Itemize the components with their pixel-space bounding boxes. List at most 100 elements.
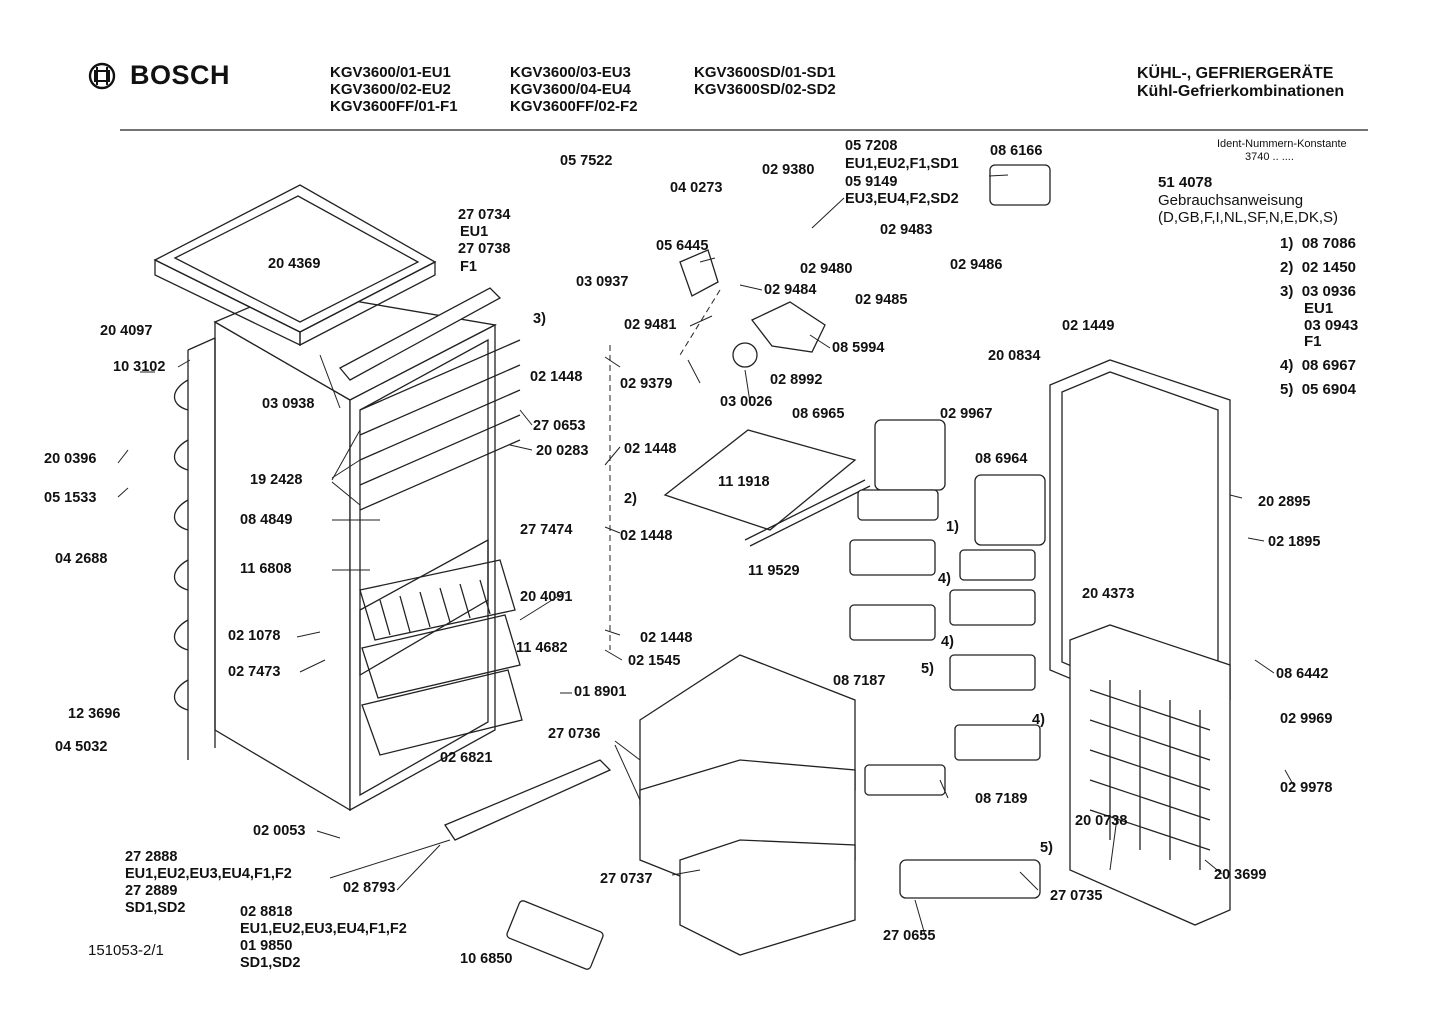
part-number-label: EU1,EU2,F1,SD1 xyxy=(845,156,959,172)
model-list-col3: KGV3600SD/01-SD1 KGV3600SD/02-SD2 xyxy=(694,64,836,99)
part-number-label: 11 1918 xyxy=(718,474,770,490)
drawing-number: 151053-2/1 xyxy=(88,942,164,959)
part-number-label: 20 0283 xyxy=(536,443,588,459)
leader-line xyxy=(604,629,621,636)
leader-line xyxy=(1247,537,1265,542)
part-number-label: 02 9484 xyxy=(764,282,816,298)
leader-line xyxy=(331,459,361,479)
part-number-label: 20 3699 xyxy=(1214,867,1266,883)
part-number-label: 02 1448 xyxy=(640,630,692,646)
part-number-label: 02 9486 xyxy=(950,257,1002,273)
part-number-label: 02 1448 xyxy=(530,369,582,385)
leader-line xyxy=(604,649,623,661)
part-number-label: 27 0653 xyxy=(533,418,585,434)
leader-line xyxy=(671,869,701,876)
manual-title: Gebrauchsanweisung xyxy=(1158,191,1304,209)
part-number-label: 02 9480 xyxy=(800,261,852,277)
part-number-label: EU3,EU4,F2,SD2 xyxy=(845,191,959,207)
model-list-col1: KGV3600/01-EU1 KGV3600/02-EU2 KGV3600FF/… xyxy=(330,64,458,115)
leader-line xyxy=(687,359,701,384)
part-number-label: 03 0938 xyxy=(262,396,314,412)
leader-line xyxy=(604,446,621,466)
part-number-label: 20 0396 xyxy=(44,451,96,467)
leader-line xyxy=(316,830,341,839)
part-number-label: 4) xyxy=(938,571,951,587)
part-number-label: 11 6808 xyxy=(240,561,292,577)
footnote: 5) 05 6904 xyxy=(1280,381,1356,398)
part-number-label: 02 8818 xyxy=(240,904,292,920)
leader-line xyxy=(331,429,361,481)
part-number-label: 20 0738 xyxy=(1075,813,1127,829)
model-name: KGV3600/04-EU4 xyxy=(510,80,631,98)
part-number-label: 27 0735 xyxy=(1050,888,1102,904)
part-number-label: 11 4682 xyxy=(516,640,568,656)
leader-line xyxy=(614,740,641,761)
part-number-label: 02 1895 xyxy=(1268,534,1320,550)
ice-tray xyxy=(506,900,604,970)
brand-name: BOSCH xyxy=(130,60,231,90)
part-number-label: 02 1449 xyxy=(1062,318,1114,334)
part-number-label: 04 5032 xyxy=(55,739,107,755)
part-number-label: 08 6964 xyxy=(975,451,1027,467)
leader-line xyxy=(699,257,716,263)
plate-trim xyxy=(749,485,871,547)
leader-line xyxy=(811,197,845,229)
leader-line xyxy=(1254,659,1275,674)
part-number-label: 5) xyxy=(1040,840,1053,856)
part-number-label: 27 0736 xyxy=(548,726,600,742)
part-number-label: 05 9149 xyxy=(845,174,897,190)
model-name: KGV3600SD/01-SD1 xyxy=(694,64,836,81)
part-number-label: 08 7189 xyxy=(975,791,1027,807)
door-bins xyxy=(849,164,1051,899)
lamp-cover xyxy=(679,249,719,297)
leader-line xyxy=(604,356,621,368)
part-number-label: F1 xyxy=(460,259,477,275)
thermostat-knob xyxy=(732,342,758,368)
brand-logo: BOSCH xyxy=(88,60,230,91)
part-number-label: 05 1533 xyxy=(44,490,96,506)
part-number-label: 02 9481 xyxy=(624,317,676,333)
footnote: 4) 08 6967 xyxy=(1280,357,1356,374)
model-name: KGV3600/03-EU3 xyxy=(510,64,631,81)
control-strip xyxy=(338,287,502,381)
part-number-label: 5) xyxy=(921,661,934,677)
leader-line xyxy=(117,487,129,498)
appliance-category: KÜHL-, GEFRIERGERÄTE Kühl-Gefrierkombina… xyxy=(1137,65,1344,101)
part-number-label: EU1 xyxy=(460,224,488,240)
footnote: 1) 08 7086 xyxy=(1280,235,1356,252)
leader-line xyxy=(1229,494,1243,499)
part-number-label: 4) xyxy=(941,634,954,650)
leader-line xyxy=(739,284,763,291)
model-name: KGV3600/02-EU2 xyxy=(330,80,451,98)
leader-line xyxy=(319,354,341,409)
ident-label: Ident-Nummern-Konstante xyxy=(1217,138,1347,150)
part-number-label: SD1,SD2 xyxy=(125,900,185,916)
leader-line xyxy=(689,315,713,327)
part-number-label: 03 0026 xyxy=(720,394,772,410)
leader-line xyxy=(296,631,321,638)
part-number-label: 2) xyxy=(624,491,637,507)
part-number-label: 27 7474 xyxy=(520,522,572,538)
leader-line xyxy=(604,526,621,534)
part-number-label: 02 9978 xyxy=(1280,780,1332,796)
part-number-label: 02 7473 xyxy=(228,664,280,680)
part-number-label: 02 9969 xyxy=(1280,711,1332,727)
footnote: 2) 02 1450 xyxy=(1280,259,1356,276)
part-number-label: 3) xyxy=(533,311,546,327)
part-number-label: EU1,EU2,EU3,EU4,F1,F2 xyxy=(240,921,407,937)
part-number-label: 20 4091 xyxy=(520,589,572,605)
part-number-label: 20 2895 xyxy=(1258,494,1310,510)
top-cover xyxy=(153,184,437,347)
leader-line xyxy=(177,359,191,368)
category-subtitle: Kühl-Gefrierkombinationen xyxy=(1137,82,1345,100)
freezer-wire-baskets xyxy=(359,559,523,756)
manual-block: 51 4078 Gebrauchsanweisung (D,GB,F,I,NL,… xyxy=(1158,174,1338,227)
leader-line xyxy=(614,744,641,801)
part-number-label: 02 1448 xyxy=(624,441,676,457)
model-name: KGV3600/01-EU1 xyxy=(330,64,451,81)
part-number-label: SD1,SD2 xyxy=(240,955,300,971)
mount-axis xyxy=(679,289,721,356)
leader-line xyxy=(988,174,1009,177)
bosch-armature-icon xyxy=(88,62,116,89)
